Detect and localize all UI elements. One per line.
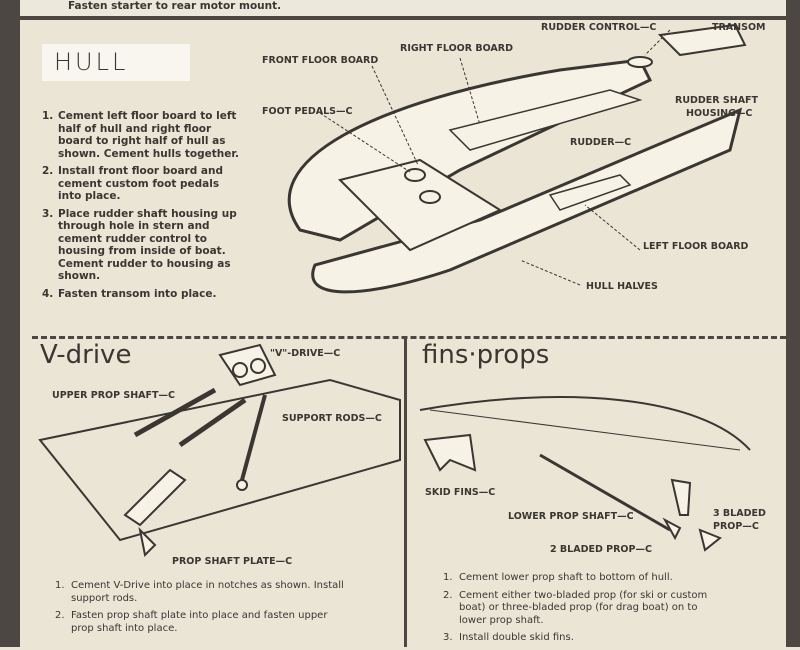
label-rudder-shaft: RUDDER SHAFT [675, 95, 759, 106]
vdrive-section-title: V-drive [40, 340, 132, 370]
vdrive-drawing [38, 343, 401, 558]
label-three-bladed: 3 BLADED [713, 508, 766, 519]
label-lower-prop-shaft: LOWER PROP SHAFT—C [508, 511, 634, 522]
fins-step-3: 3.Install double skid fins. [443, 632, 574, 643]
fins-step-1: 1.Cement lower prop shaft to bottom of h… [443, 572, 673, 583]
label-prop-shaft-plate: PROP SHAFT PLATE—C [172, 556, 293, 567]
previous-step-band [20, 0, 786, 16]
label-right-floor-board: RIGHT FLOOR BOARD [400, 43, 513, 54]
section-separator-dashed [32, 336, 786, 339]
label-skid-fins: SKID FINS—C [425, 487, 496, 498]
label-v-drive: "V"-DRIVE—C [270, 348, 341, 359]
label-front-floor-board: FRONT FLOOR BOARD [262, 55, 379, 66]
vdrive-step-2: 2.Fasten prop shaft plate into place and… [55, 610, 328, 634]
label-two-bladed-prop: 2 BLADED PROP—C [550, 544, 652, 555]
hull-drawing [287, 23, 747, 294]
hull-step-1: 1.Cement left floor board to left half o… [42, 110, 240, 160]
hull-steps: 1.Cement left floor board to left half o… [42, 110, 242, 305]
hull-section-title: HULL [42, 44, 190, 81]
label-rudder-shaft-housing: HOUSING—C [686, 108, 753, 119]
fins-props-drawing [419, 396, 751, 552]
label-support-rods: SUPPORT RODS—C [282, 413, 382, 424]
label-transom: TRANSOM [712, 22, 766, 33]
label-upper-prop-shaft: UPPER PROP SHAFT—C [52, 390, 175, 401]
fins-props-steps: 1.Cement lower prop shaft to bottom of h… [443, 572, 713, 650]
column-divider [404, 339, 407, 647]
label-rudder-control: RUDDER CONTROL—C [541, 22, 657, 33]
label-three-bladed-prop: PROP—C [713, 521, 759, 532]
page-edge-right [786, 0, 800, 647]
hull-step-2: 2.Install front floor board and cement c… [42, 165, 223, 202]
page-edge-left [0, 0, 20, 647]
section-divider [20, 16, 786, 20]
fins-props-section-title: fins·props [422, 340, 550, 370]
label-left-floor-board: LEFT FLOOR BOARD [643, 241, 749, 252]
hull-step-3: 3.Place rudder shaft housing up through … [42, 207, 237, 283]
vdrive-step-1: 1.Cement V-Drive into place in notches a… [55, 580, 344, 604]
label-hull-halves: HULL HALVES [586, 281, 658, 292]
label-foot-pedals: FOOT PEDALS—C [262, 106, 353, 117]
top-instruction: Fasten starter to rear motor mount. [68, 0, 282, 12]
label-rudder: RUDDER—C [570, 137, 632, 148]
vdrive-steps: 1.Cement V-Drive into place in notches a… [55, 580, 345, 640]
fins-step-2: 2.Cement either two-bladed prop (for ski… [443, 589, 708, 626]
hull-step-4: 4.Fasten transom into place. [42, 287, 217, 300]
